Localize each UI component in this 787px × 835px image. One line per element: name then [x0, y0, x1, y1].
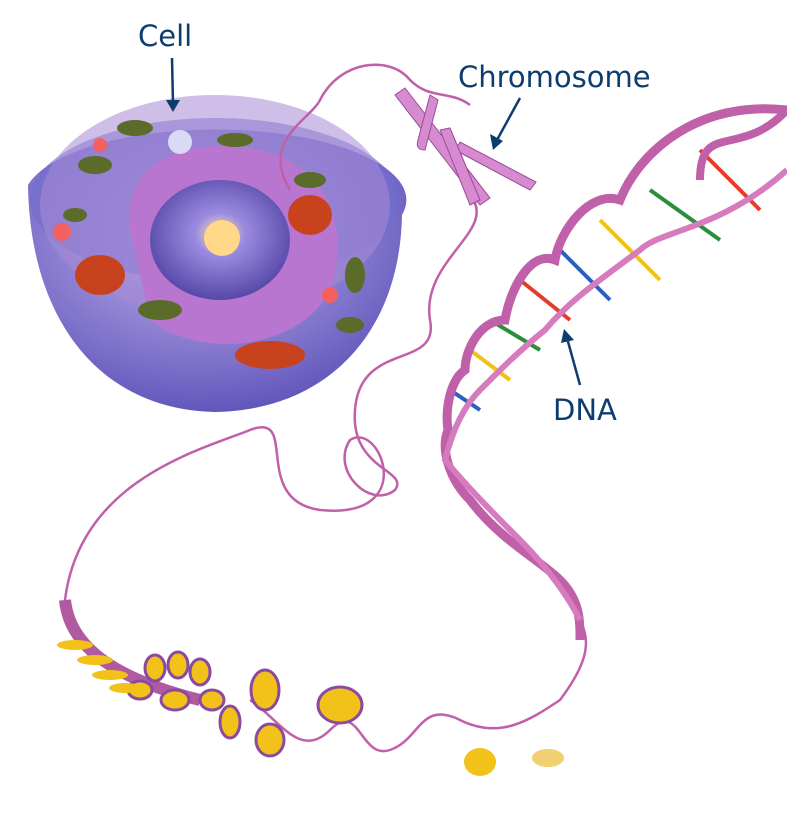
chromosome-label: Chromosome	[458, 60, 651, 94]
dna-label: DNA	[553, 393, 617, 427]
label-arrows	[166, 57, 582, 386]
nucleosome-array	[57, 640, 141, 693]
nucleosomes	[126, 650, 564, 776]
cell-label: Cell	[138, 19, 193, 53]
cell	[28, 95, 407, 412]
chromosome	[394, 87, 537, 206]
dna-helix	[440, 104, 787, 641]
